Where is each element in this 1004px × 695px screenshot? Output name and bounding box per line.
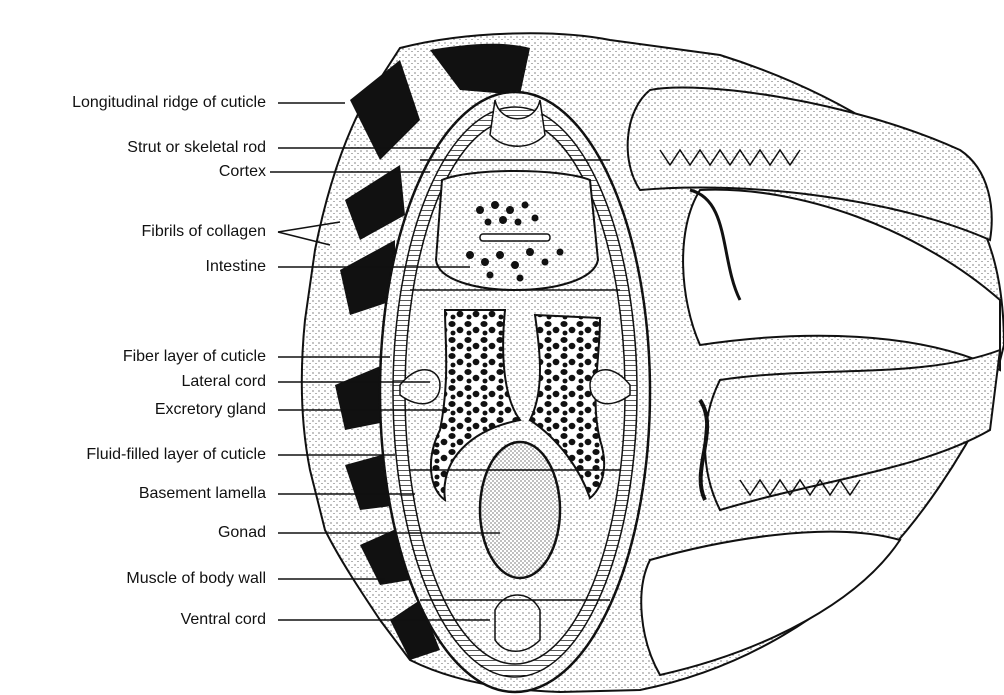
label-basement-lamella: Basement lamella [139,485,266,503]
label-ventral-cord: Ventral cord [181,611,266,629]
label-fibrils: Fibrils of collagen [142,223,267,241]
label-cortex: Cortex [219,163,266,181]
cross-section [380,92,650,692]
label-longitudinal-ridge: Longitudinal ridge of cuticle [72,94,266,112]
label-excretory-gland: Excretory gland [155,401,266,419]
label-lateral-cord: Lateral cord [182,373,267,391]
intestine-shape [436,171,598,290]
label-gonad: Gonad [218,524,266,542]
label-fiber-layer: Fiber layer of cuticle [123,348,266,366]
label-fluid-layer: Fluid-filled layer of cuticle [86,446,266,464]
label-muscle: Muscle of body wall [126,570,266,588]
label-intestine: Intestine [206,258,266,276]
label-strut: Strut or skeletal rod [127,139,266,157]
gonad-shape [480,442,560,578]
